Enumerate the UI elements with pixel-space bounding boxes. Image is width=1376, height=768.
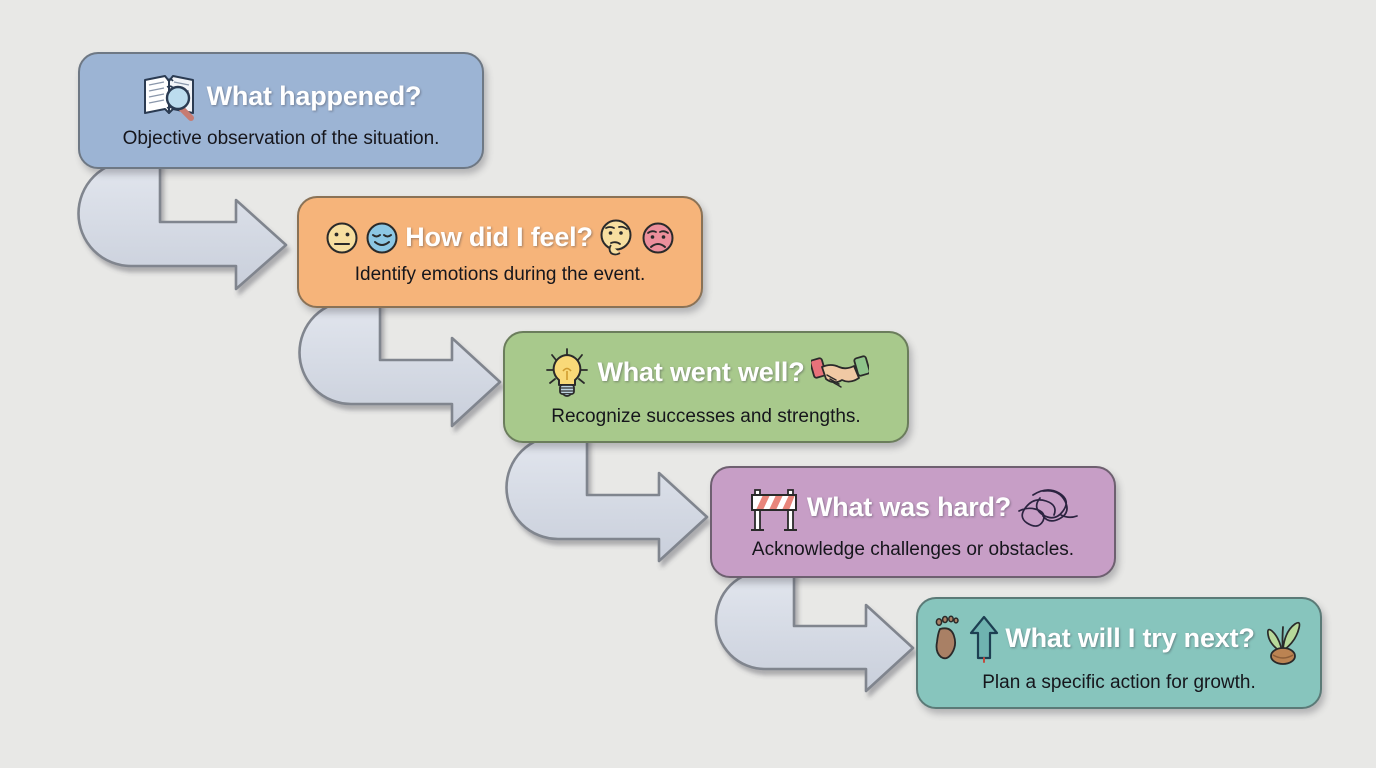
step-card-what-was-hard[interactable]: What was hard? Acknowledge challenges or… [710,466,1116,578]
connector-arrow-3 [505,434,709,563]
thinking-face-icon [599,219,635,257]
card-subtitle: Acknowledge challenges or obstacles. [751,538,1075,560]
card-header: What happened? [96,71,466,121]
card-subtitle: Objective observation of the situation. [122,128,440,149]
worried-face-icon [641,221,675,255]
step-card-what-went-well[interactable]: What went well? Recognize successes and … [503,331,909,443]
card-subtitle: Recognize successes and strengths. [551,405,861,427]
tangled-scribble-icon [1017,485,1079,531]
relieved-face-icon [365,221,399,255]
card-title: What happened? [206,80,422,111]
notebook-magnifier-icon [141,71,201,121]
connector-arrow-1 [77,159,288,291]
connector-arrow-2 [298,299,502,428]
card-subtitle: Identify emotions during the event. [354,263,646,285]
lightbulb-icon [543,347,591,399]
card-header: How did I feel? [315,219,685,257]
step-card-what-will-i-try-next[interactable]: What will I try next? Plan a specific ac… [916,597,1322,709]
card-title: How did I feel? [405,222,593,252]
card-title: What will I try next? [1005,623,1255,653]
seedling-icon [1261,613,1305,665]
handshake-icon [808,351,871,395]
connector-arrow-4 [714,569,915,693]
card-subtitle: Plan a specific action for growth. [982,671,1256,693]
step-card-what-happened[interactable]: What happened? Objective observation of … [78,52,484,169]
card-title: What went well? [597,357,805,387]
construction-barrier-icon [747,484,801,532]
card-title: What was hard? [806,492,1012,522]
card-header: What went well? [521,347,891,399]
up-arrow-icon [969,614,999,664]
card-header: What will I try next? [934,613,1304,665]
step-card-how-did-i-feel[interactable]: How did I feel? [297,196,703,308]
card-header: What was hard? [728,484,1098,532]
footprint-icon [933,615,963,663]
neutral-face-icon [325,221,359,255]
